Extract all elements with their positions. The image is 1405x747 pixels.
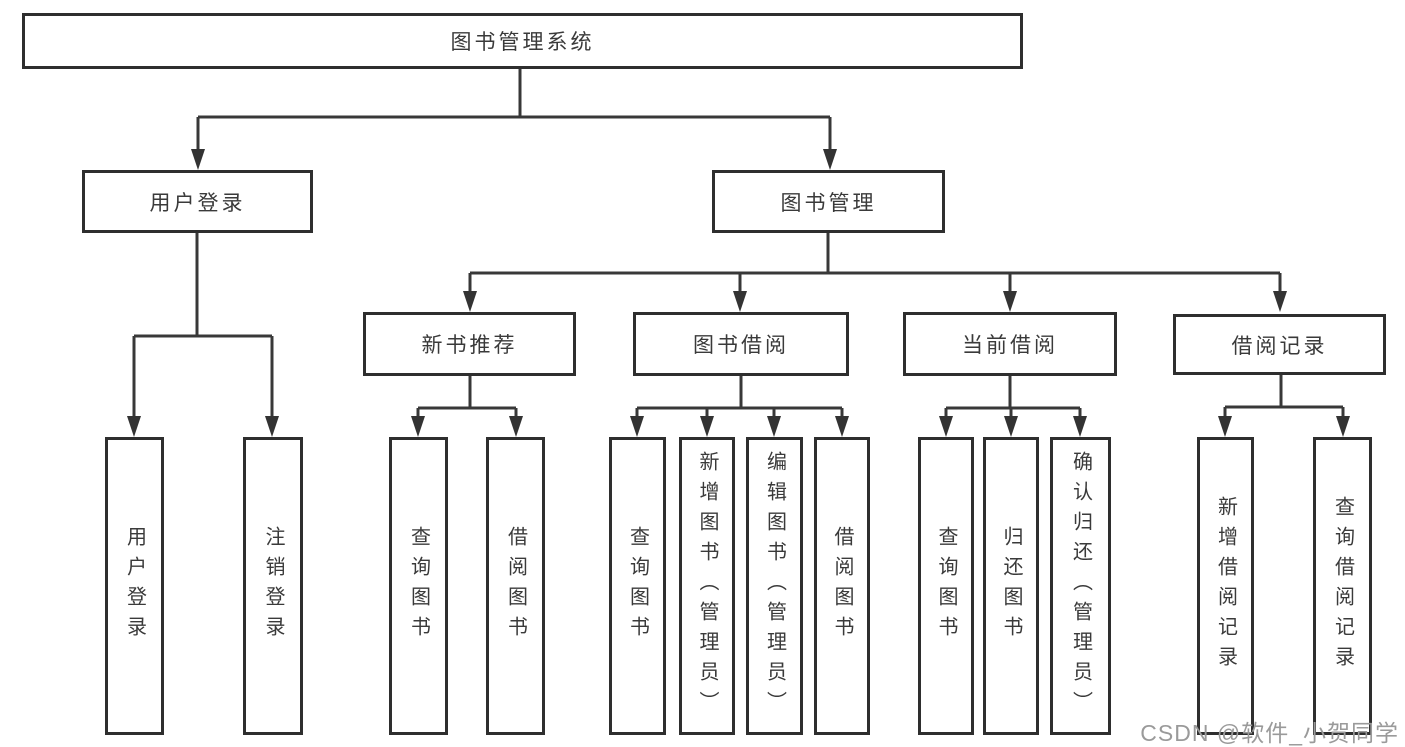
node-label: 借阅图书	[504, 526, 527, 646]
node-bb-borrow-book: 借阅图书	[814, 437, 870, 735]
node-label: 借阅记录	[1231, 334, 1328, 358]
node-user-login: 用户登录	[82, 170, 313, 233]
node-book-borrow: 图书借阅	[633, 312, 849, 376]
node-label: 编辑图书（管理员）	[763, 451, 786, 721]
node-label: 注销登录	[262, 526, 284, 646]
node-label: 当前借阅	[962, 334, 1058, 357]
node-label: 新书推荐	[421, 334, 518, 357]
node-bb-query-book: 查询图书	[609, 437, 666, 735]
node-nb-borrow-book: 借阅图书	[486, 437, 545, 735]
node-label: 图书管理	[780, 191, 877, 215]
node-cb-return-book: 归还图书	[983, 437, 1039, 735]
node-borrow-records: 借阅记录	[1173, 314, 1386, 375]
node-label: 查询借阅记录	[1331, 496, 1354, 676]
node-label: 图书借阅	[693, 334, 789, 357]
node-br-add-record: 新增借阅记录	[1197, 437, 1254, 735]
connector-path	[132, 69, 1345, 419]
node-label: 新增图书（管理员）	[696, 451, 718, 721]
node-label: 查询图书	[626, 526, 649, 646]
node-bb-add-book: 新增图书（管理员）	[679, 437, 735, 735]
node-logout-leaf: 注销登录	[243, 437, 303, 735]
arrowheads	[127, 149, 1350, 437]
node-label: 新增借阅记录	[1214, 496, 1237, 676]
csdn-watermark: CSDN @软件_小贺同学	[1140, 720, 1399, 746]
node-label: 图书管理系统	[450, 31, 595, 54]
node-label: 确认归还（管理员）	[1069, 451, 1092, 721]
node-label: 用户登录	[149, 191, 246, 215]
node-new-book-recommend: 新书推荐	[363, 312, 576, 376]
node-nb-query-book: 查询图书	[389, 437, 448, 735]
node-current-borrow: 当前借阅	[903, 312, 1117, 376]
node-br-query-record: 查询借阅记录	[1313, 437, 1372, 735]
node-label: 借阅图书	[831, 526, 853, 646]
node-label: 查询图书	[407, 526, 430, 646]
node-book-management: 图书管理	[712, 170, 945, 233]
node-bb-edit-book: 编辑图书（管理员）	[746, 437, 803, 735]
node-user-login-leaf: 用户登录	[105, 437, 164, 735]
node-cb-query-book: 查询图书	[918, 437, 974, 735]
node-label: 归还图书	[1000, 526, 1022, 646]
node-library-management-system: 图书管理系统	[22, 13, 1023, 69]
node-label: 用户登录	[123, 526, 146, 646]
node-label: 查询图书	[935, 526, 957, 646]
node-cb-confirm-return: 确认归还（管理员）	[1050, 437, 1111, 735]
